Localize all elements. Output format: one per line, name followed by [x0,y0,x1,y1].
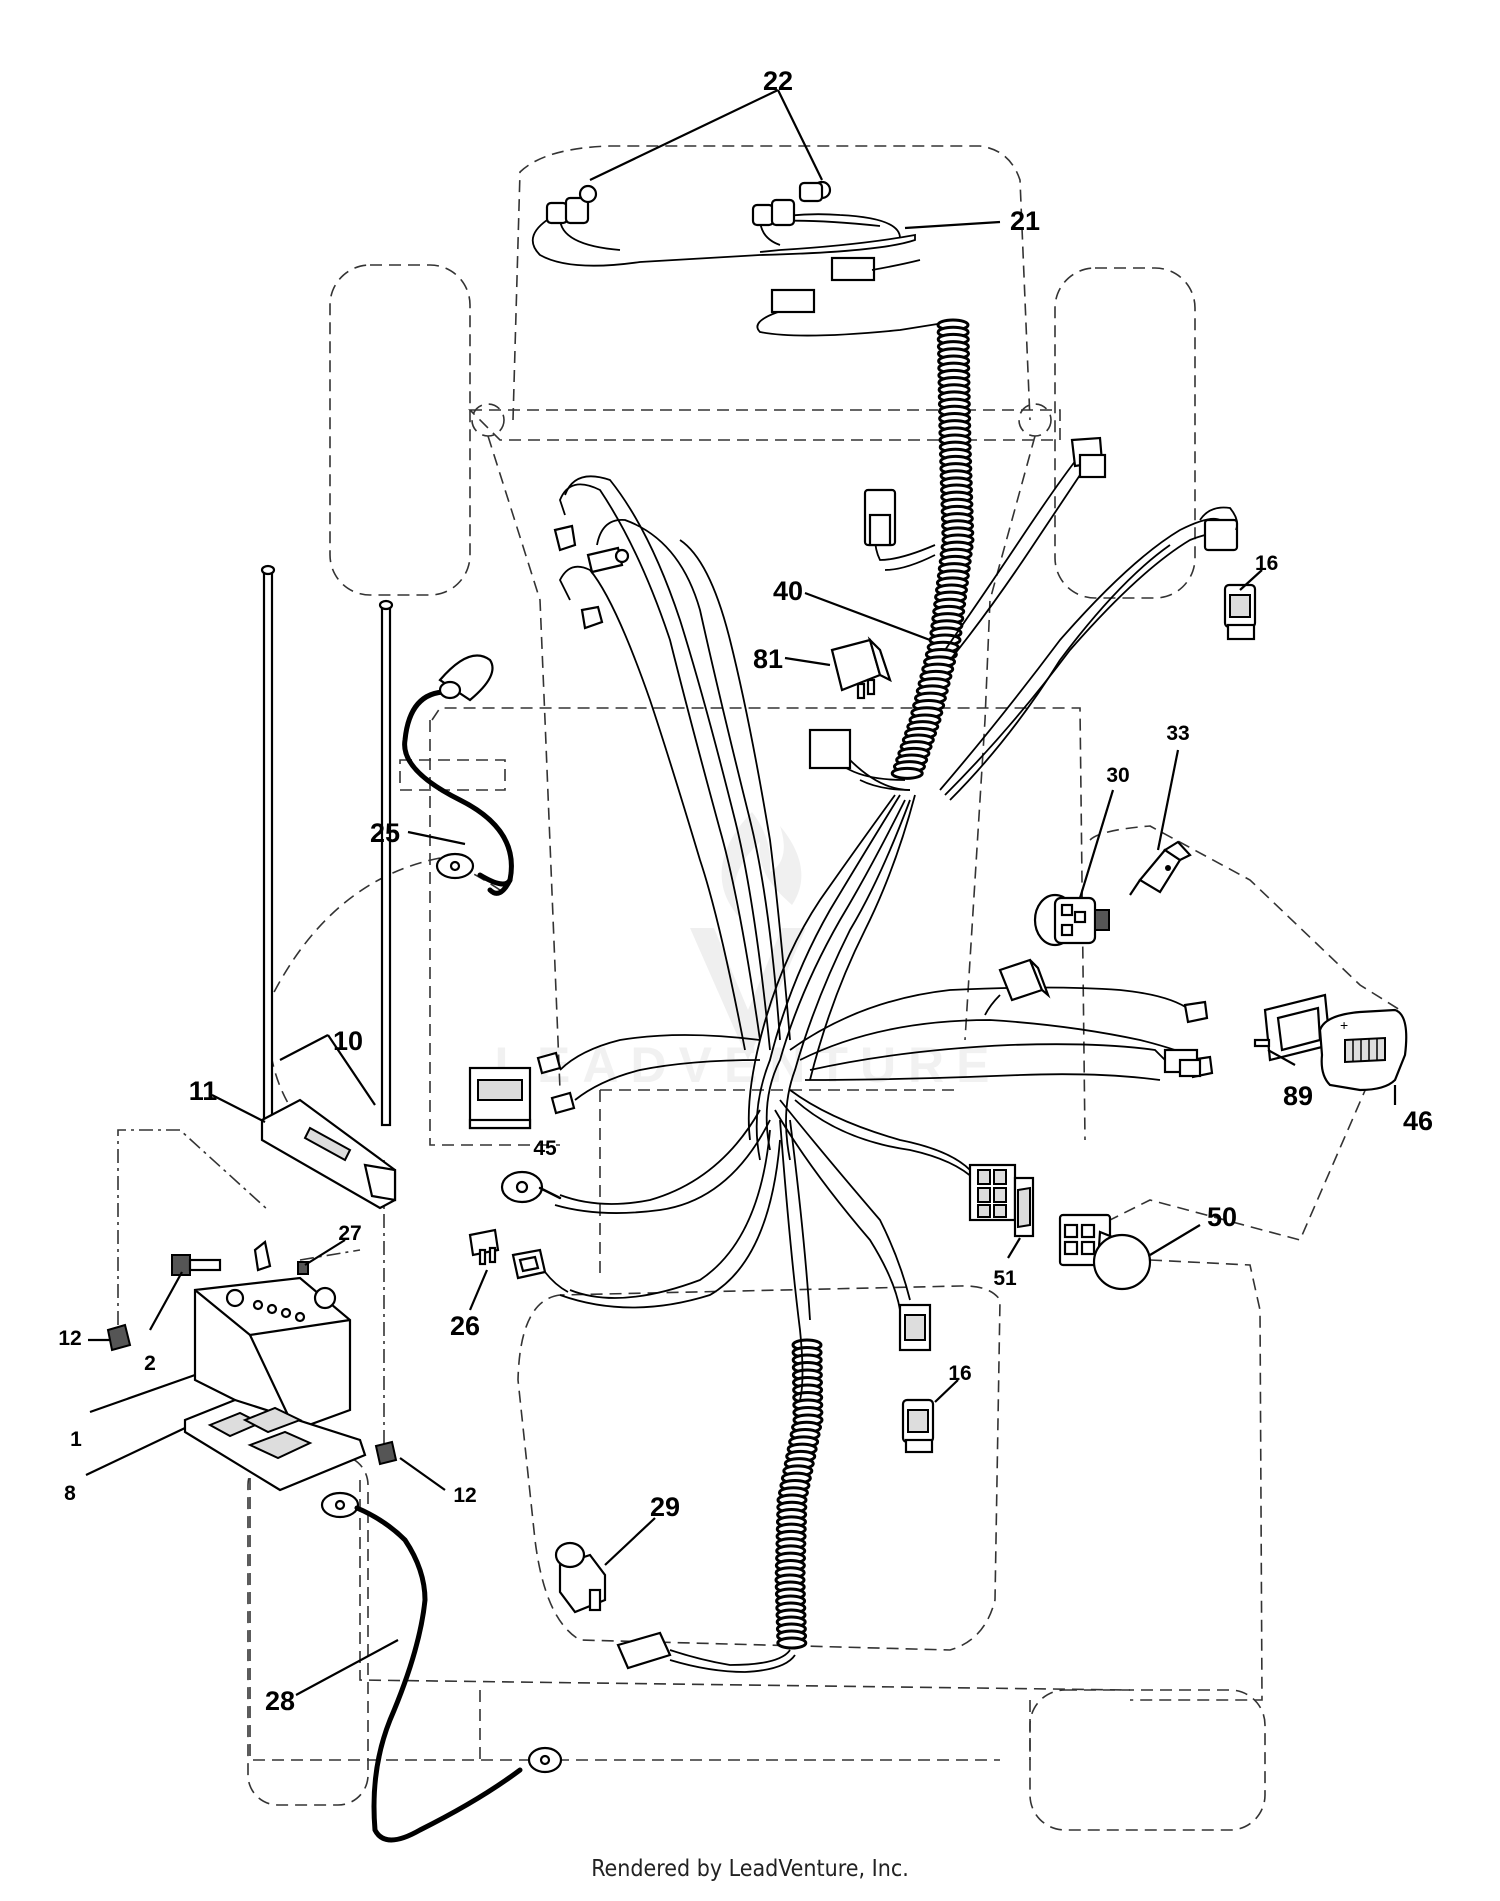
ignition-connector [984,958,1051,1016]
leader-lines [85,89,1397,1696]
ground-cable-28 [320,1491,563,1843]
callout-33: 33 [1166,722,1189,745]
callout-12-right: 12 [453,1484,476,1507]
switch-16-lower [901,1398,935,1454]
headlight-connector [830,256,876,282]
hour-meter-46: + [1318,1008,1408,1092]
callout-29: 29 [650,1492,680,1522]
footer-credit: Rendered by LeadVenture, Inc. [591,1856,909,1882]
relay-81 [830,636,892,700]
callout-30: 30 [1106,764,1129,787]
callout-50: 50 [1207,1202,1237,1232]
clip-nut-12-left [106,1323,132,1352]
callout-16-lower: 16 [948,1362,971,1385]
callout-10: 10 [333,1026,363,1056]
switch-connector-lower [898,1303,932,1352]
callout-1: 1 [70,1428,82,1451]
ignition-key-33 [1129,840,1192,896]
callout-11: 11 [189,1076,218,1106]
callout-16-upper: 16 [1255,552,1278,575]
harness-connector-front [770,288,816,314]
bezel-89 [1253,993,1332,1062]
callout-51: 51 [993,1267,1017,1290]
ground-ring-terminal [500,1170,562,1204]
callout-12-left: 12 [58,1327,81,1350]
loom-coil [890,766,924,780]
wire-loom-lower [774,1338,824,1650]
nut-27 [297,1261,309,1275]
headlight-right [751,180,832,227]
watermark: LEADVENTURE [494,812,1001,1093]
pto-switch-50 [1058,1213,1152,1291]
wire-loom-upper [890,318,975,780]
clip-nut-12-right [374,1440,398,1466]
callout-2: 2 [144,1352,156,1375]
battery-tray-8 [183,1398,367,1492]
watermark-v-icon [690,928,806,1060]
watermark-flame-icon [721,812,802,920]
right-terminals [1163,1000,1214,1079]
battery-1 [193,1276,352,1432]
diode-51 [1013,1176,1035,1238]
callout-8: 8 [64,1482,76,1505]
loom-coil [776,1636,808,1650]
hold-down-bolts-10 [260,564,394,1132]
switch-16-upper [1223,583,1257,641]
callout-27: 27 [338,1222,361,1245]
multi-pin-connector [968,1163,1017,1222]
terminal-bolt-2 [171,1240,272,1276]
watermark-text: LEADVENTURE [494,1037,1001,1093]
callout-40: 40 [773,576,803,606]
main-harness [554,454,1226,1401]
callout-89: 89 [1283,1081,1313,1111]
callout-25: 25 [370,818,400,848]
hold-down-11 [260,1098,397,1210]
solenoid-connector [616,1631,796,1673]
relay-connector [808,728,852,770]
fuse-26 [468,1228,569,1293]
battery-cable-25 [402,654,514,896]
callout-81: 81 [753,644,783,674]
hour-meter-45 [468,1066,532,1130]
callout-22: 22 [763,66,793,96]
solenoid-29 [554,1541,607,1614]
ignition-switch-30 [1033,893,1110,947]
svg-text:+: + [1340,1017,1348,1033]
callout-21: 21 [1010,206,1040,236]
headlight-left [545,184,598,225]
left-terminals [536,1051,576,1115]
harness-terminals [553,436,1239,791]
callout-labels: 22 21 16 40 81 33 30 25 10 11 45 89 46 2… [58,66,1433,1716]
callout-46: 46 [1403,1106,1433,1136]
callout-45: 45 [533,1137,557,1160]
battery-mount-lines [117,1129,385,1448]
callout-28: 28 [265,1686,295,1716]
headlight-harness [531,180,951,337]
callout-26: 26 [450,1311,480,1341]
tractor-outline [247,145,1402,1831]
